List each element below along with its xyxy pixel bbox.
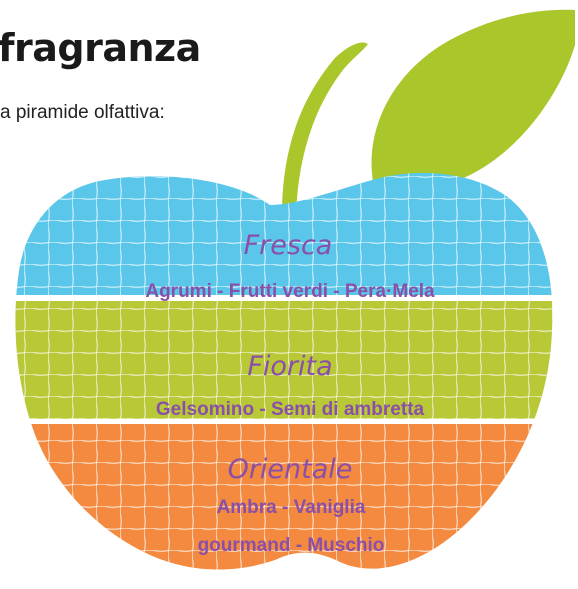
middle-note-ingredients: Gelsomino - Semi di ambretta [156, 399, 425, 420]
page-subtitle: a piramide olfattiva: [0, 102, 165, 123]
page-title: fragranza [0, 26, 201, 70]
top-note-name: Fresca [244, 230, 333, 261]
base-note-name: Orientale [228, 454, 353, 485]
stem-shape [282, 42, 368, 215]
middle-note-name: Fiorita [247, 351, 332, 382]
top-note-ingredients: Agrumi - Frutti verdi - Pera·Mela [145, 281, 435, 302]
base-note-ingredients-line2: gourmand - Muschio [198, 535, 385, 556]
leaf-shape [371, 9, 575, 195]
base-note-ingredients-line1: Ambra - Vaniglia [217, 497, 366, 518]
